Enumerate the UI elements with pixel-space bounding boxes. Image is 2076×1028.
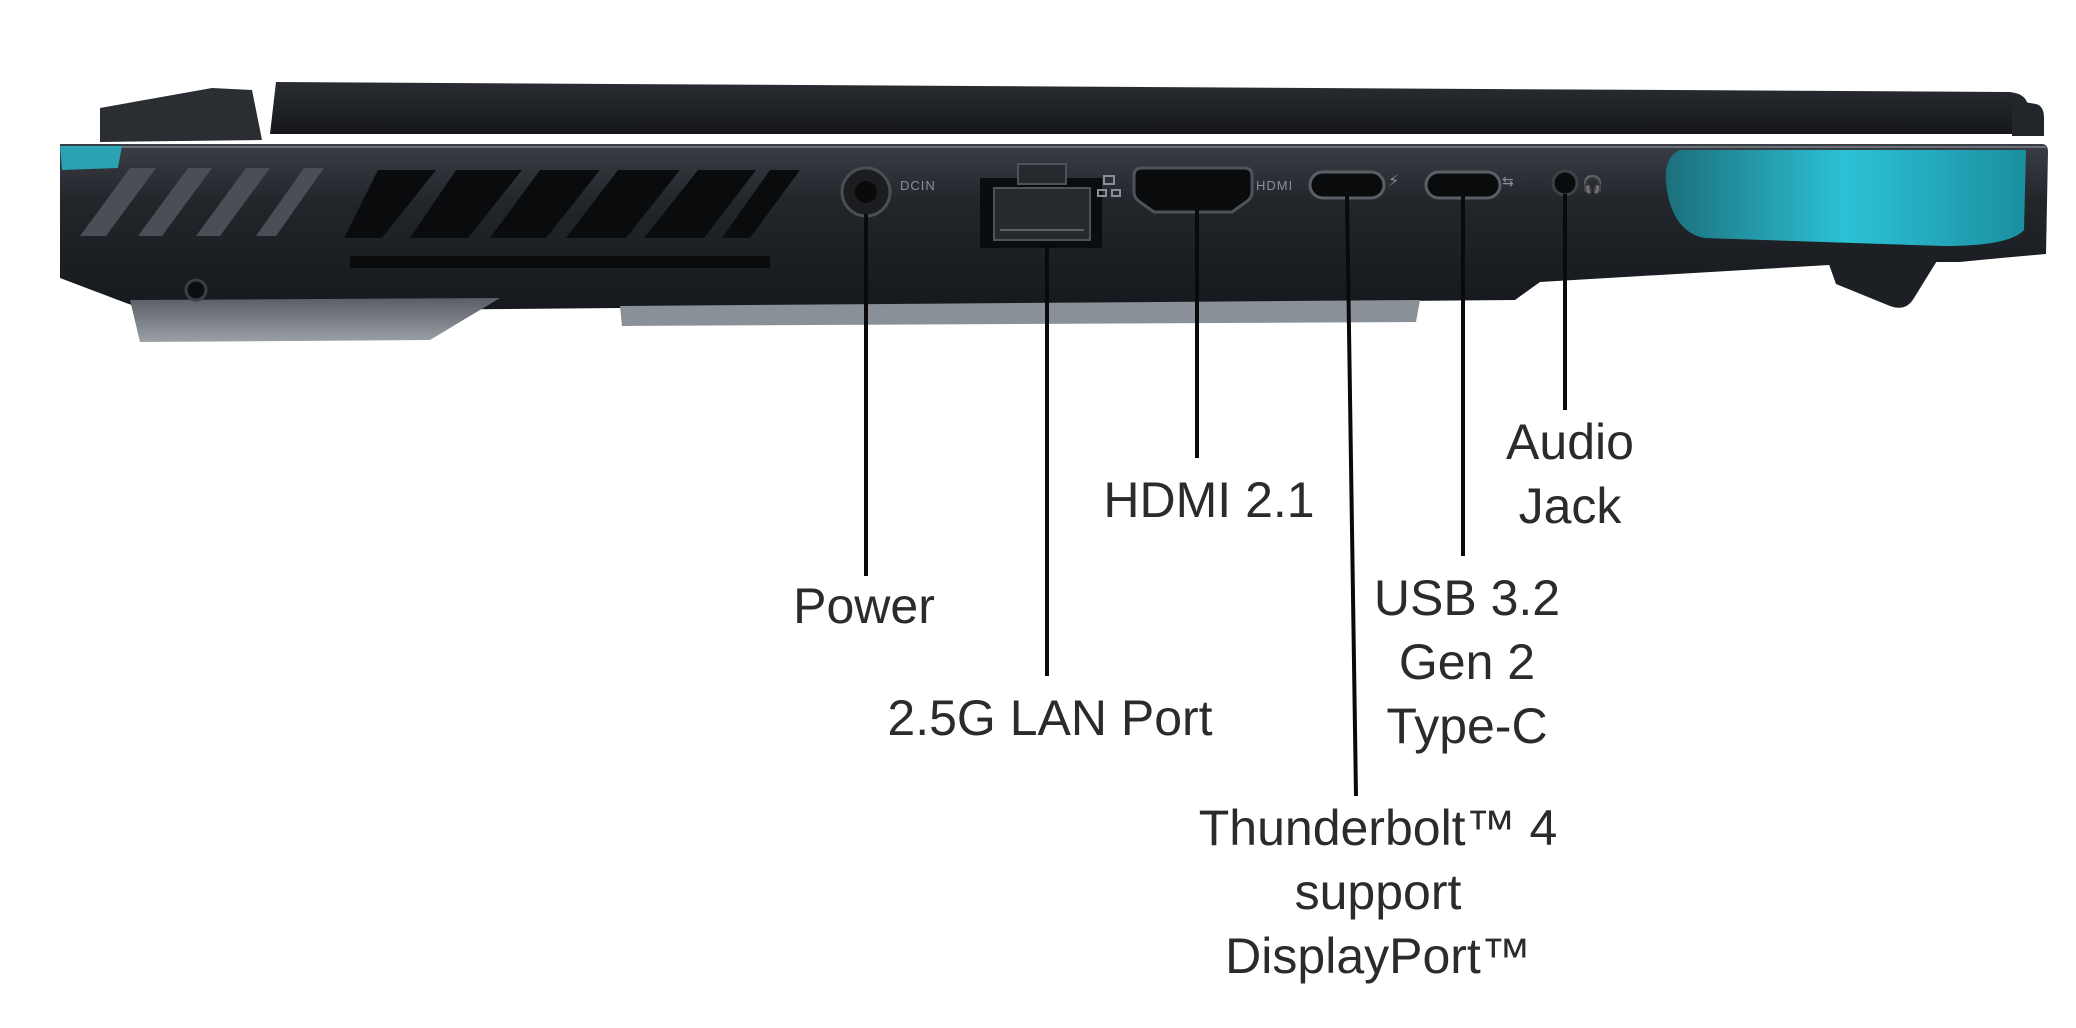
front-light-bar bbox=[1665, 150, 2026, 246]
label-power: Power bbox=[793, 574, 935, 638]
label-thunderbolt-line: support bbox=[1294, 864, 1462, 920]
label-audio-line: Jack bbox=[1518, 478, 1622, 534]
label-usb-line: Gen 2 bbox=[1398, 634, 1536, 690]
leader-thunderbolt bbox=[1345, 195, 1358, 797]
vent-grille bbox=[80, 168, 800, 238]
front-foot bbox=[1826, 256, 1940, 308]
audio-port bbox=[1551, 169, 1579, 197]
label-audio-line: Audio bbox=[1506, 414, 1634, 470]
label-usb-line: Type-C bbox=[1386, 698, 1548, 754]
label-hdmi: HDMI 2.1 bbox=[1103, 468, 1314, 532]
power-marking: DCIN bbox=[900, 178, 936, 193]
label-lan-line: 2.5G LAN Port bbox=[887, 690, 1213, 746]
rear-light-bar bbox=[60, 146, 122, 170]
lan-icon bbox=[1097, 175, 1121, 197]
lid bbox=[270, 82, 2028, 134]
thunderbolt-port bbox=[1308, 170, 1386, 200]
hinge bbox=[100, 88, 262, 142]
thunderbolt-icon: ⚡ bbox=[1388, 171, 1399, 190]
lid-edge bbox=[2012, 100, 2044, 136]
hdmi-port bbox=[1132, 166, 1254, 214]
label-thunderbolt-line: Thunderbolt™ 4 bbox=[1198, 800, 1558, 856]
label-power-line: Power bbox=[793, 578, 935, 634]
label-thunderbolt: Thunderbolt™ 4 support DisplayPort™ bbox=[1199, 796, 1558, 988]
leader-lines bbox=[864, 194, 1567, 797]
hdmi-marking: HDMI bbox=[1256, 178, 1294, 193]
label-thunderbolt-line: DisplayPort™ bbox=[1225, 928, 1531, 984]
power-port bbox=[840, 166, 892, 218]
headset-icon: 🎧 bbox=[1582, 174, 1603, 195]
bottom-panel-center bbox=[620, 300, 1420, 326]
lan-port bbox=[980, 163, 1102, 248]
label-usb: USB 3.2 Gen 2 Type-C bbox=[1374, 566, 1560, 758]
usb-icon: ⇆ bbox=[1502, 174, 1514, 190]
label-audio: Audio Jack bbox=[1506, 410, 1634, 538]
bottom-panel bbox=[130, 298, 500, 342]
label-lan: 2.5G LAN Port bbox=[887, 686, 1212, 750]
label-usb-line: USB 3.2 bbox=[1373, 570, 1561, 626]
screw bbox=[184, 278, 208, 302]
usb-c-port bbox=[1424, 170, 1502, 200]
label-hdmi-line: HDMI 2.1 bbox=[1103, 472, 1315, 528]
